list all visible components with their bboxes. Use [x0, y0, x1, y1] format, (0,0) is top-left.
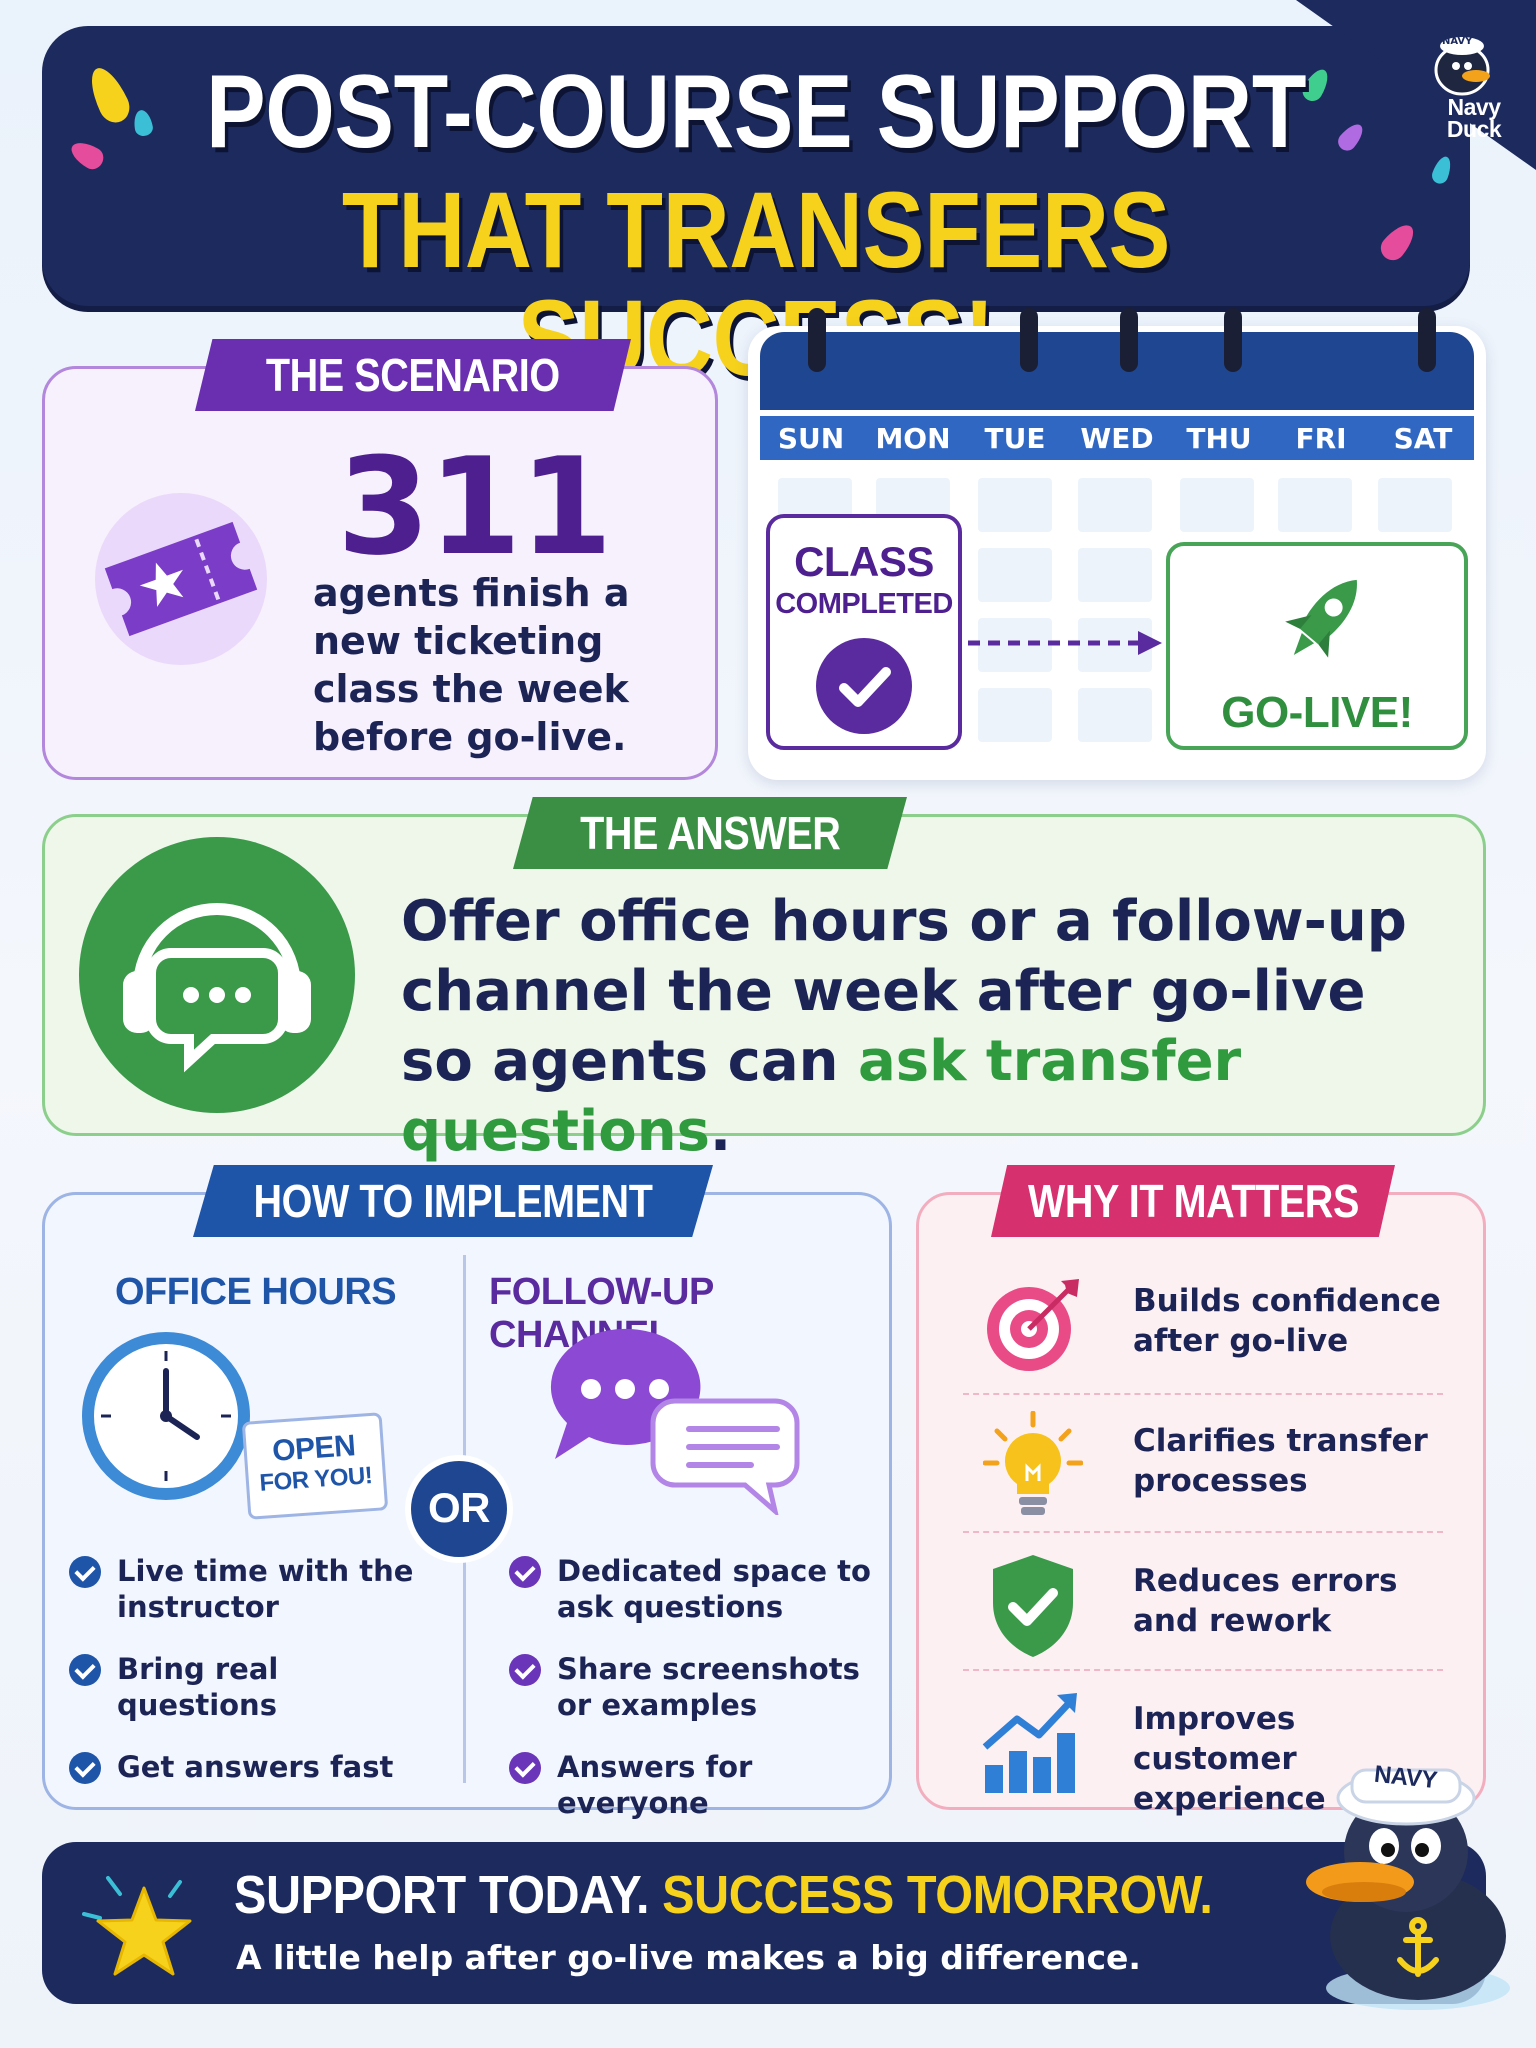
list-item: Dedicated space to ask questions	[509, 1553, 879, 1625]
why-tag: WHY IT MATTERS	[991, 1165, 1395, 1237]
calendar-ring	[1020, 308, 1038, 372]
check-icon	[509, 1654, 541, 1686]
clock-icon	[81, 1331, 251, 1501]
star-icon	[80, 1868, 210, 1984]
calendar-ring	[1120, 308, 1138, 372]
list-item: Bring real questions	[69, 1651, 429, 1723]
why-item-text: Reduces errors and rework	[1133, 1563, 1398, 1639]
calendar-header	[760, 308, 1474, 410]
why-item: Reduces errors and rework	[949, 1547, 1459, 1665]
answer-highlight: ask transfer questions	[401, 1029, 1242, 1164]
dotted-arrow	[962, 628, 1166, 658]
growth-chart-icon	[979, 1689, 1079, 1799]
duck-logo-icon	[1296, 0, 1536, 170]
agent-count: 311	[337, 429, 613, 585]
lightbulb-icon	[982, 1410, 1084, 1521]
calendar-ring	[1224, 308, 1242, 372]
check-icon	[69, 1752, 101, 1784]
footer-subline: A little help after go-live makes a big …	[236, 1938, 1141, 1977]
check-icon	[69, 1654, 101, 1686]
list-item: Get answers fast	[69, 1749, 429, 1785]
footer-headline: SUPPORT TODAY. SUCCESS TOMORROW.	[234, 1865, 1213, 1925]
why-item-text: Clarifies transfer processes	[1133, 1423, 1428, 1499]
weekday-label: FRI	[1295, 421, 1347, 455]
weekday-label: SUN	[777, 421, 845, 455]
sparkle-icon	[83, 62, 135, 128]
completed-label: COMPLETED	[775, 588, 953, 620]
scenario-card: THE SCENARIO 311 agents finish a new tic…	[42, 339, 718, 780]
calendar-card: SUN MON TUE WED THU FRI SAT CLASS COMPLE…	[748, 308, 1486, 780]
rocket-icon	[1276, 564, 1372, 674]
why-item: Clarifies transfer processes	[949, 1407, 1459, 1525]
weekday-label: SAT	[1393, 421, 1453, 455]
why-item-text: Improves customer experience	[1133, 1701, 1326, 1817]
divider	[963, 1669, 1443, 1671]
sparkle-icon	[66, 136, 108, 174]
class-label: CLASS	[794, 538, 934, 585]
answer-text: Offer office hours or a follow-up channe…	[401, 889, 1407, 1164]
footer-banner: SUPPORT TODAY. SUCCESS TOMORROW. A littl…	[42, 1842, 1486, 2004]
follow-up-channel-list: Dedicated space to ask questions Share s…	[509, 1553, 879, 1847]
why-item: Improves customer experience	[949, 1685, 1459, 1817]
check-icon	[509, 1752, 541, 1784]
check-icon	[509, 1556, 541, 1588]
calendar-ring	[1418, 308, 1436, 372]
answer-tag: THE ANSWER	[513, 797, 907, 869]
implement-card: HOW TO IMPLEMENT OFFICE HOURS FOLLOW-UP …	[42, 1165, 892, 1820]
implement-tag: HOW TO IMPLEMENT	[193, 1165, 713, 1237]
check-circle-icon	[816, 638, 912, 734]
divider	[963, 1531, 1443, 1533]
go-live-box: GO-LIVE!	[1166, 542, 1468, 750]
weekday-label: WED	[1080, 421, 1154, 455]
title-line-1: POST-COURSE SUPPORT	[205, 54, 1307, 170]
why-item: Builds confidence after go-live	[949, 1267, 1459, 1385]
headset-chat-icon	[79, 837, 355, 1113]
office-hours-title: OFFICE HOURS	[115, 1271, 397, 1313]
calendar-ring	[808, 308, 826, 372]
navy-duck-mascot: NAVY	[1300, 1742, 1514, 2014]
ticket-icon	[91, 489, 271, 669]
divider	[963, 1393, 1443, 1395]
calendar-weekdays: SUN MON TUE WED THU FRI SAT	[760, 416, 1474, 460]
navy-duck-logo: NAVY Navy Duck	[1296, 0, 1536, 200]
logo-hat-text: NAVY	[1442, 36, 1473, 47]
why-item-text: Builds confidence after go-live	[1133, 1283, 1441, 1359]
why-it-matters-card: WHY IT MATTERS Builds confidence after g…	[916, 1165, 1486, 1817]
list-item: Share screenshots or examples	[509, 1651, 879, 1723]
go-live-label: GO-LIVE!	[1221, 688, 1413, 737]
scenario-tag: THE SCENARIO	[195, 339, 631, 411]
or-badge: OR	[411, 1461, 507, 1557]
sparkle-icon	[1375, 218, 1421, 266]
logo-text: Navy Duck	[1446, 94, 1502, 142]
weekday-label: THU	[1186, 421, 1252, 455]
list-item: Answers for everyone	[509, 1749, 879, 1821]
weekday-label: MON	[875, 421, 951, 455]
weekday-label: TUE	[984, 421, 1046, 455]
header-banner: POST-COURSE SUPPORT THAT TRANSFERS SUCCE…	[42, 26, 1470, 392]
duck-mascot-icon	[1306, 1768, 1510, 2010]
target-icon	[983, 1275, 1083, 1375]
answer-card: THE ANSWER Offer office hours or a follo…	[42, 797, 1486, 1164]
office-hours-list: Live time with the instructor Bring real…	[69, 1553, 429, 1811]
chat-bubbles-icon	[539, 1325, 809, 1518]
check-icon	[69, 1556, 101, 1588]
list-item: Live time with the instructor	[69, 1553, 429, 1625]
shield-check-icon	[987, 1551, 1079, 1661]
class-completed-box: CLASS COMPLETED	[766, 514, 962, 750]
open-sign: OPEN FOR YOU!	[241, 1412, 389, 1520]
scenario-text: agents finish a new ticketing class the …	[313, 571, 630, 759]
